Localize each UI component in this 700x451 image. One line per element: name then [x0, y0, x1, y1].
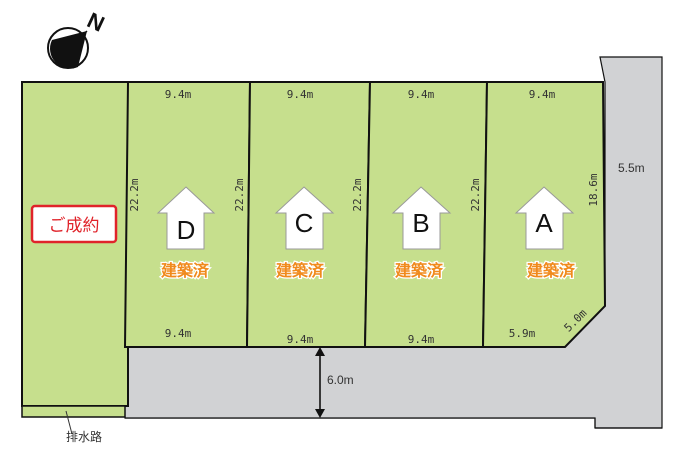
drain-strip: [21, 405, 126, 418]
front-road: [125, 347, 595, 418]
lot-d-bottom-width: 9.4m: [165, 327, 192, 340]
lot-d-left-depth: 22.2m: [128, 178, 141, 211]
compass: N: [47, 7, 108, 69]
lot-a-top-width: 9.4m: [529, 88, 556, 101]
lot-a-bottom-width: 5.9m: [509, 327, 536, 340]
lot-d-house-icon: D: [156, 186, 216, 250]
lot-b-status: 建築済: [395, 261, 444, 280]
lot-a-status: 建築済: [527, 261, 576, 280]
lot-d-letter: D: [177, 215, 196, 245]
drain-label: 排水路: [66, 429, 102, 444]
compass-north-label: N: [83, 7, 108, 36]
lot-a-house-icon: A: [514, 186, 575, 250]
lot-b-bottom-width: 9.4m: [408, 333, 435, 346]
lot-c-status: 建築済: [276, 261, 325, 280]
sold-label-text: ご成約: [49, 216, 100, 236]
lot-d-top-width: 9.4m: [165, 88, 192, 101]
lot-b-right-depth: 22.2m: [469, 178, 482, 211]
lot-c-right-depth: 22.2m: [351, 178, 364, 211]
lot-b-letter: B: [412, 208, 429, 238]
lot-b-house-icon: B: [391, 186, 452, 250]
lot-d-right-depth: 22.2m: [233, 178, 246, 211]
lot-a-right-depth: 18.6m: [587, 173, 600, 206]
front-road-width: 6.0m: [327, 373, 354, 387]
lot-d-status: 建築済: [161, 261, 210, 280]
lot-c-house-icon: C: [274, 186, 335, 250]
front-road-dimension: 6.0m: [315, 347, 354, 418]
lot-c-letter: C: [295, 208, 314, 238]
lot-c-top-width: 9.4m: [287, 88, 314, 101]
right-road-width: 5.5m: [618, 161, 645, 175]
sold-label: ご成約: [30, 204, 118, 244]
lot-b-top-width: 9.4m: [408, 88, 435, 101]
lot-a-letter: A: [535, 208, 553, 238]
lot-c-bottom-width: 9.4m: [287, 333, 314, 346]
sold-lot: [21, 81, 129, 407]
